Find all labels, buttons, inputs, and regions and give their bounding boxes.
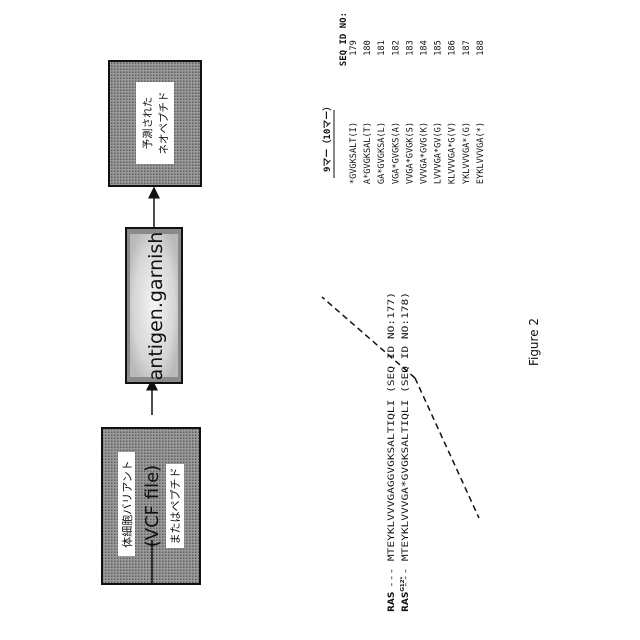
table-row-peptide: A*GVGKSAL(T) [363,122,373,184]
box1-line2: (VCF file) [142,465,163,547]
antigen-garnish-box: antigen.garnish [126,228,182,383]
table-row-seq-id: 187 [462,40,472,56]
antigen-garnish-label: antigen.garnish [145,232,167,381]
table-row-peptide: VVGA*GVGK(S) [405,122,415,184]
sequence-block: RAS --- MTEYKLVVVGAGGVGKSALTIQLI (SEQ ID… [387,292,411,612]
table-row-peptide: KLVVVGA*G(V) [448,122,458,184]
predicted-neopeptide-box: 予測された ネオペプチド [109,61,201,186]
box3-line2: ネオペプチド [158,92,170,155]
table-row-seq-id: 179 [349,40,359,56]
box1-line3: またはペプチド [169,468,182,545]
table-row-seq-id: 183 [405,40,415,56]
table-row-peptide: GA*GVGKSA(L) [377,122,387,184]
table-row-peptide: VVVGA*GVG(K) [420,122,430,184]
table-header-peptide: 9マー（10マー） [322,102,333,172]
table-row-seq-id: 181 [377,40,387,56]
table-row-seq-id: 182 [391,40,401,56]
somatic-variant-box: 体細胞バリアント (VCF file) またはペプチド [102,428,200,584]
ras-g12-sequence: --- MTEYKLVVVGA*GVGKSALTIQLI (SEQ ID NO:… [401,292,411,588]
table-row-peptide: *GVGKSALT(I) [349,122,359,184]
table-row-seq-id: 185 [434,40,444,56]
table-row-seq-id: 188 [476,40,486,56]
table-row-peptide: VGA*GVGKS(A) [391,122,401,184]
table-row-seq-id: 184 [420,40,430,56]
table-rows: *GVGKSALT(I) 179A*GVGKSAL(T) 180GA*GVGKSA(… [349,40,486,184]
table-row-peptide: LVVVGA*GV(G) [434,122,444,184]
ras-g12-label-main: RAS [401,592,411,612]
ras-label: RAS [387,592,397,612]
table-row-seq-id: 180 [363,40,373,56]
peptide-table: 9マー（10マー） SEQ ID NO: *GVGKSALT(I) 179A*GV… [322,12,486,184]
table-row-seq-id: 186 [448,40,458,56]
box3-line1: 予測された [141,97,154,150]
box1-line1: 体細胞バリアント [120,460,134,548]
connector-bottom [415,378,479,518]
table-header-seq: SEQ ID NO: [339,12,349,66]
table-row-peptide: YKLVVVGA*(G) [462,122,472,184]
figure-caption: Figure 2 [527,318,541,366]
ras-sequence: --- MTEYKLVVVGAGGVGKSALTIQLI (SEQ ID NO:… [387,292,397,588]
table-row-peptide: EYKLVVVGA(*) [476,122,486,184]
